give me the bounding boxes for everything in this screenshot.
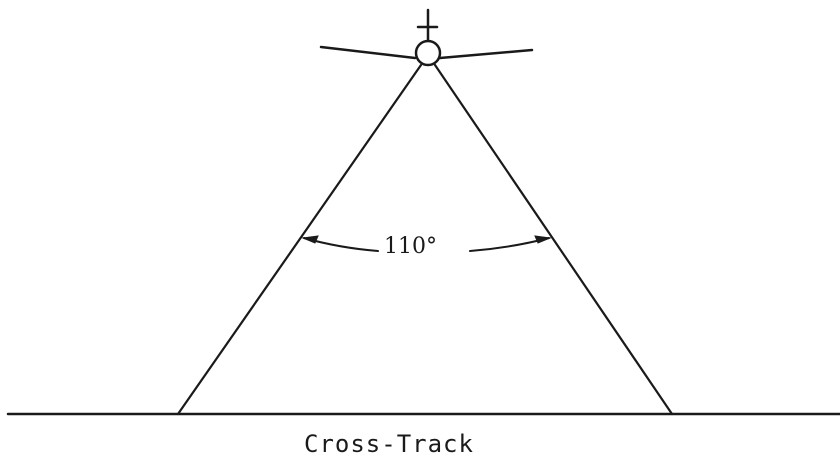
aircraft-right-wing: [438, 48, 534, 60]
angle-label: 110°: [384, 234, 437, 259]
fov-right-edge: [433, 63, 674, 416]
angle-indicator: 110°: [301, 234, 552, 259]
diagram-caption: Cross-Track: [304, 430, 474, 458]
aircraft-icon: [319, 8, 534, 67]
angle-arrowhead-right: [534, 235, 552, 244]
aircraft-left-wing: [319, 45, 417, 60]
angle-arrowhead-left: [301, 235, 319, 244]
fov-left-edge: [176, 63, 423, 416]
aircraft-fuselage: [414, 39, 442, 67]
